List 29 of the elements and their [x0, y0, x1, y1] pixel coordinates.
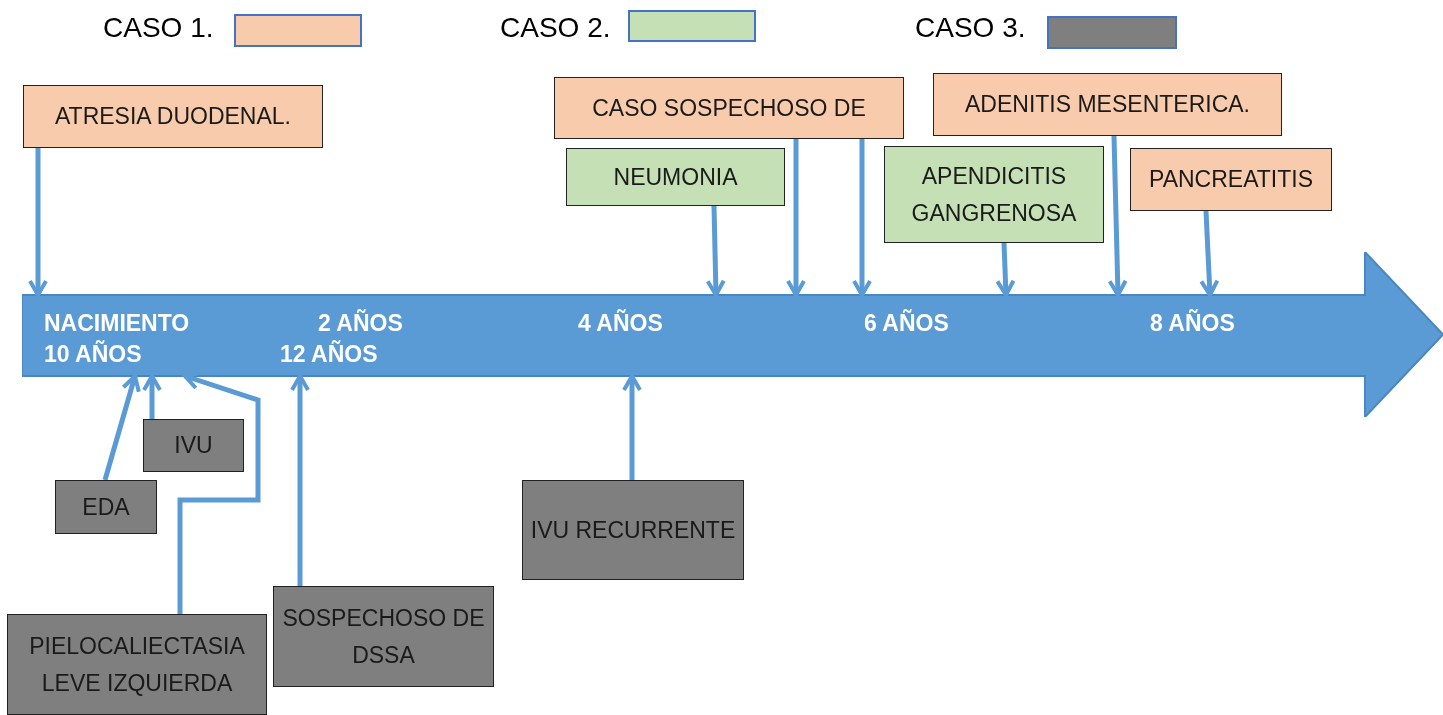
- arrow: [705, 205, 726, 297]
- legend-label: CASO 2.: [500, 12, 611, 44]
- event-box: CASO SOSPECHOSO DE: [554, 77, 904, 139]
- arrow: [995, 242, 1016, 297]
- event-box: PANCREATITIS: [1130, 148, 1332, 211]
- event-box: APENDICITIS GANGRENOSA: [884, 146, 1104, 243]
- event-box: ATRESIA DUODENAL.: [23, 85, 323, 148]
- tick-label: 10 AÑOS: [44, 341, 142, 368]
- tick-label: NACIMIENTO: [44, 310, 190, 337]
- tick-label: 2 AÑOS: [318, 310, 403, 337]
- tick-label: 4 AÑOS: [578, 310, 663, 337]
- arrow: [1199, 210, 1220, 297]
- event-box: IVU RECURRENTE: [522, 480, 744, 580]
- event-box: SOSPECHOSO DE DSSA: [273, 586, 494, 687]
- legend-label: CASO 1.: [103, 12, 214, 44]
- tick-label: 6 AÑOS: [864, 310, 949, 337]
- event-box: EDA: [55, 480, 157, 534]
- event-box: ADENITIS MESENTERICA.: [933, 73, 1282, 136]
- event-box: NEUMONIA: [566, 148, 785, 206]
- event-box: IVU: [143, 419, 244, 472]
- arrow: [1107, 135, 1128, 297]
- legend-label: CASO 3.: [915, 12, 1026, 44]
- event-box: PIELOCALIECTASIA LEVE IZQUIERDA: [7, 614, 267, 715]
- tick-label: 12 AÑOS: [280, 341, 378, 368]
- arrow: [852, 139, 872, 297]
- arrow: [28, 148, 48, 297]
- timeline-band: [22, 252, 1443, 417]
- arrow: [786, 139, 806, 297]
- tick-label: 8 AÑOS: [1150, 310, 1235, 337]
